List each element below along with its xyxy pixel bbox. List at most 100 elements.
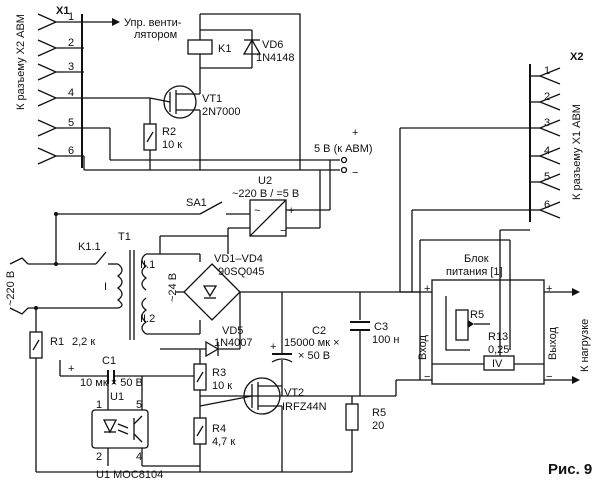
sa1-ref: SA1 (186, 197, 207, 209)
connector-x1: X1 К разъему X2 АВМ 1 2 3 4 5 6 (15, 5, 84, 168)
x1-side-label: К разъему X2 АВМ (15, 14, 27, 110)
power-block-input: Вход (417, 335, 429, 360)
arrow-icon (572, 376, 580, 384)
c1-value: 10 мк × 50 В (80, 377, 143, 389)
power-block-wiring (360, 127, 572, 397)
u2-plus: + (288, 205, 294, 217)
t1-primary: I (104, 281, 107, 293)
vd6-part: 1N4148 (256, 52, 295, 64)
resistor-r1: R1 2,2 к (29, 308, 95, 472)
c1-ref: C1 (102, 355, 116, 367)
resistor-r5-load: R5 20 (345, 396, 386, 472)
r5-value: 20 (372, 420, 384, 432)
power-block-plus-out: + (546, 283, 552, 295)
power-block-minus-out: − (546, 371, 552, 383)
t1-sec1: II.1 (140, 259, 155, 271)
vd5-part: 1N4007 (214, 337, 253, 349)
u1-pin-1: 1 (96, 399, 102, 411)
diode-vd5: VD5 1N4007 (160, 325, 253, 358)
supply-5v: 5 В (к АВМ) + − (314, 127, 373, 179)
figure-caption: Рис. 9 (548, 461, 592, 478)
x1-pin-2: 2 (68, 37, 74, 49)
x2-pin-2: 2 (544, 91, 550, 103)
power-block-minus-in: − (424, 371, 430, 383)
power-block-title-1: Блок (464, 253, 489, 265)
fan-control-output: Упр. венти- лятором (84, 17, 182, 41)
vd6-ref: VD6 (262, 39, 283, 51)
bridge-vd1-vd4: VD1–VD4 90SQ045 (176, 253, 282, 321)
optocoupler-u1: U1 1 2 4 5 U1 MOC8104 (91, 376, 200, 481)
x1-pin-5: 5 (68, 117, 74, 129)
capacitor-c3: C3 100 н (350, 321, 399, 360)
supply-5v-minus: − (352, 167, 358, 179)
r2-value: 10 к (162, 139, 182, 151)
mains-input: ~220 В (5, 214, 96, 315)
r1-ref: R1 (50, 336, 64, 348)
mains-label: ~220 В (5, 271, 17, 306)
r4-ref: R4 (212, 423, 226, 435)
bridge-part: 90SQ045 (218, 266, 264, 278)
x1-ref: X1 (56, 5, 69, 17)
vt1-ref: VT1 (202, 93, 222, 105)
vt1-part: 2N7000 (202, 106, 241, 118)
power-block-output: Выход (547, 327, 559, 360)
transformer-t1: K1.1 T1 I II.1 II.2 ~24 В (78, 231, 229, 340)
x1-pin-1: 1 (68, 11, 74, 23)
x2-pin-6: 6 (544, 199, 550, 211)
minus-rail (83, 127, 340, 171)
x2-ref: X2 (570, 51, 583, 63)
r5-ref: R5 (372, 407, 386, 419)
x2-pin-4: 4 (544, 145, 550, 157)
arrow-icon (112, 18, 120, 26)
resistor-r3: R3 10 к (193, 349, 232, 418)
r4-value: 4,7 к (212, 436, 235, 448)
c2-value-1: 15000 мк × (284, 337, 340, 349)
r3-value: 10 к (212, 380, 232, 392)
c2-value-2: × 50 В (298, 350, 330, 362)
x1-pin-4: 4 (68, 87, 74, 99)
x2-pin-1: 1 (544, 65, 550, 77)
t1-sec2: II.2 (140, 313, 155, 325)
k11-ref: K1.1 (78, 241, 101, 253)
bridge-ref: VD1–VD4 (214, 253, 263, 265)
u2-ac: ~ (254, 205, 260, 217)
resistor-r2: R2 10 к (143, 98, 182, 170)
capacitor-c1: + C1 10 мк × 50 В (59, 355, 200, 389)
power-block: Блок питания [1] Вход Выход + + − − R5 I… (417, 253, 559, 385)
load-output: К нагрузке (572, 288, 591, 384)
load-label: К нагрузке (579, 319, 591, 372)
c3-value: 100 н (372, 334, 399, 346)
r1-value: 2,2 к (72, 336, 95, 348)
x1-pin-6: 6 (68, 145, 74, 157)
switch-sa1: SA1 (54, 197, 250, 216)
x2-pin-5: 5 (544, 171, 550, 183)
x1-contacts (37, 13, 84, 168)
arrow-icon (572, 288, 580, 296)
resistor-r4: R4 4,7 к (193, 417, 235, 472)
c2-ref: C2 (312, 325, 326, 337)
vt2-part: IRFZ44N (282, 401, 327, 413)
u1-pin-2: 2 (96, 451, 102, 463)
k1-ref: K1 (218, 43, 231, 55)
vt2-ref: VT2 (284, 387, 304, 399)
u1-caption: U1 MOC8104 (96, 469, 163, 481)
shunt-mark: IV (492, 358, 503, 370)
transistor-vt2: VT2 IRFZ44N (199, 377, 327, 472)
r3-ref: R3 (212, 367, 226, 379)
u2-ref: U2 (258, 175, 272, 187)
c1-plus: + (68, 363, 74, 375)
shunt-value: 0,25 (488, 344, 509, 356)
power-block-title-2: питания [1] (446, 266, 503, 278)
t1-ref: T1 (118, 231, 131, 243)
x2-side-label: К разъему X1 АВМ (571, 104, 583, 200)
power-block-plus-in: + (424, 283, 430, 295)
fan-note-line2: лятором (134, 29, 177, 41)
supply-5v-label: 5 В (к АВМ) (314, 143, 373, 155)
t1-voltage: ~24 В (167, 273, 179, 302)
relay-k1: K1 VD6 1N4148 (187, 13, 301, 170)
c2-plus: + (270, 341, 276, 353)
connector-x2: X2 К разъему X1 АВМ 1 2 3 4 5 6 (529, 51, 583, 222)
r2-ref: R2 (162, 126, 176, 138)
capacitor-c2: + C2 15000 мк × × 50 В (270, 325, 340, 396)
